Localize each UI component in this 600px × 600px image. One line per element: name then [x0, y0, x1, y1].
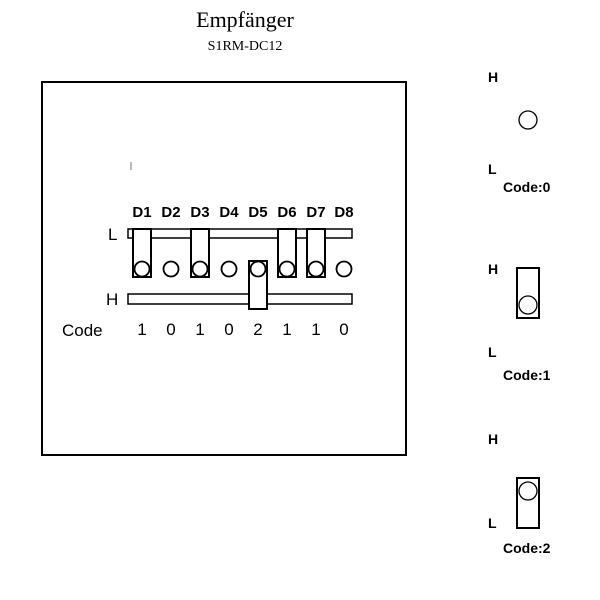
pin-circle	[191, 260, 209, 278]
legend-code-2: H L Code:2	[488, 431, 551, 556]
legend-code-1: H L Code:1	[488, 261, 551, 383]
subtitle: S1RM-DC12	[208, 39, 283, 54]
legend-high-label: H	[488, 261, 498, 277]
pin-circle	[162, 260, 180, 278]
switch-code: 0	[166, 320, 175, 339]
legend-code-label: Code:0	[503, 179, 551, 195]
legend-low-label: L	[488, 344, 497, 360]
dip-switch-d2: D2 0	[161, 204, 180, 339]
dip-switch-d7: D7 1	[306, 204, 326, 339]
low-row-label: L	[108, 225, 117, 244]
pin-circle	[518, 481, 538, 501]
switch-label: D1	[132, 204, 151, 221]
dip-switch-d6: D6 1	[277, 204, 297, 339]
legend-low-label: L	[488, 161, 497, 177]
dip-switch-d3: D3 1	[190, 204, 210, 339]
switch-code: 1	[311, 320, 320, 339]
legend-code-label: Code:1	[503, 367, 551, 383]
pin-circle	[249, 260, 267, 278]
legend-high-label: H	[488, 431, 498, 447]
dip-switch-d8: D8 0	[334, 204, 353, 339]
switch-label: D6	[277, 204, 296, 221]
low-bar	[127, 228, 353, 239]
module-outline	[41, 81, 407, 456]
switch-code: 0	[339, 320, 348, 339]
switch-code: 1	[195, 320, 204, 339]
switch-code: 2	[253, 320, 262, 339]
pin-circle	[220, 260, 238, 278]
switch-code: 1	[137, 320, 146, 339]
dip-switch-d1: D1 1	[132, 204, 152, 339]
switch-label: D2	[161, 204, 180, 221]
switch-label: D3	[190, 204, 209, 221]
switch-label: D4	[219, 204, 239, 221]
pin-circle	[278, 260, 296, 278]
switch-label: D7	[306, 204, 325, 221]
legend-code-label: Code:2	[503, 540, 551, 556]
dip-switch-d5: D5 2	[248, 204, 268, 339]
switch-label: D8	[334, 204, 353, 221]
legend-high-label: H	[488, 69, 498, 85]
dip-switch-d4: D4 0	[219, 204, 239, 339]
pin-circle	[133, 260, 151, 278]
legend-low-label: L	[488, 515, 497, 531]
switch-code: 0	[224, 320, 233, 339]
pin-circle	[518, 295, 538, 315]
code-label: Code	[62, 321, 103, 340]
title: Empfänger	[196, 7, 294, 32]
pin-circle	[518, 110, 538, 130]
high-bar	[127, 293, 353, 305]
legend-code-0: H L Code:0	[488, 69, 551, 195]
switch-code: 1	[282, 320, 291, 339]
pin-circle	[335, 260, 353, 278]
high-row-label: H	[106, 290, 118, 309]
pin-circle	[307, 260, 325, 278]
switch-label: D5	[248, 204, 267, 221]
